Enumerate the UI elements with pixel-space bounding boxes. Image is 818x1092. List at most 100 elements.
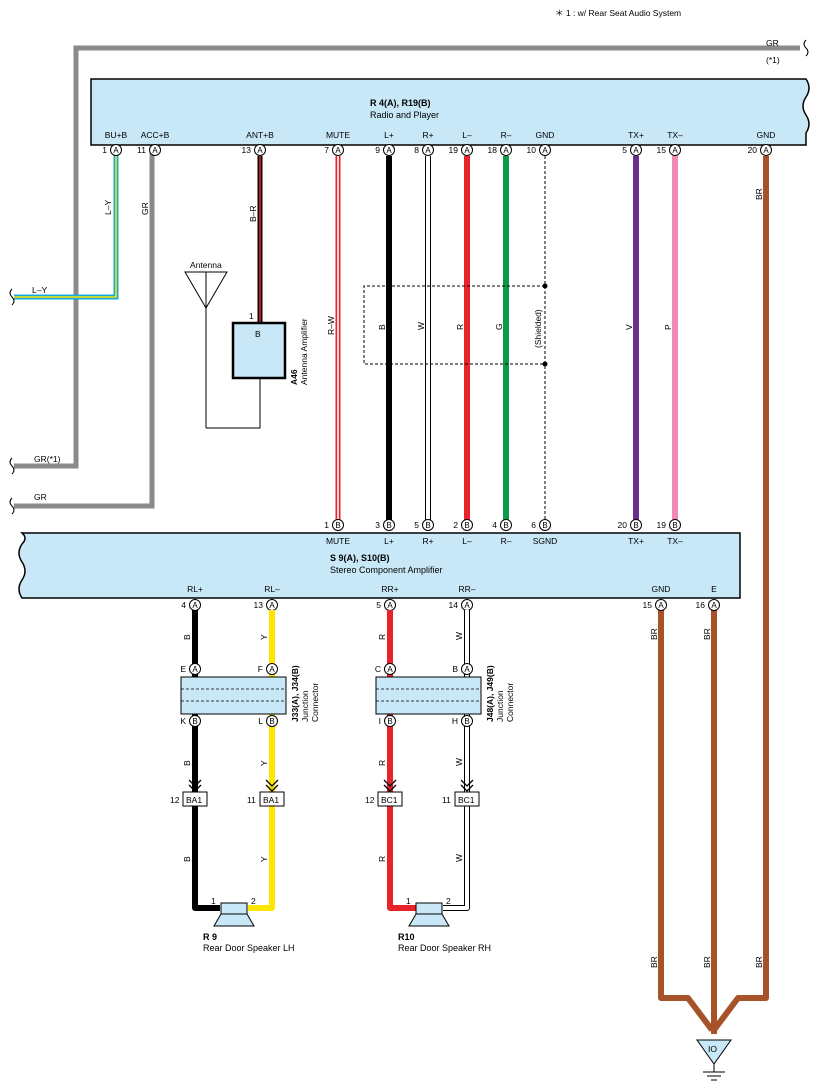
jc-right-bottom-2: BH [452,715,473,727]
jc-left-bottom-1: BK [180,715,201,727]
radio-player-box [90,78,810,146]
rl-wire-a-3: B [182,856,192,862]
jc-left-bottom-2-number: L [258,716,263,726]
radio-pin-7-label: L– [462,130,472,140]
radio-pin-5-number: 9 [375,145,380,155]
amp-top-pin-4: B2L– [453,519,473,546]
connector-ba1-b [259,791,285,807]
amp-top-pin-4-label: L– [462,536,472,546]
left-gr1-label: GR(*1) [34,454,61,464]
speaker-lh-icon [213,902,255,927]
jc-right-bottom-1: BI [379,715,396,727]
antenna-amplifier [231,321,287,380]
ba1-pin-a: 12 [170,795,180,805]
amp-top-pin-2-label: L+ [384,536,394,546]
speaker-rh-pin2: 2 [446,896,451,906]
antenna-symbol [184,271,261,429]
ba1-label-a: BA1 [186,795,202,805]
antenna-label: Antenna [190,260,222,270]
radio-name: Radio and Player [370,110,439,120]
radio-pin-6-label: R+ [422,130,433,140]
amp-top-pin-5-number: 4 [492,520,497,530]
amp-top-pin-1-number: 1 [324,520,329,530]
radio-pin-11-number: 15 [657,145,667,155]
amp-bottom-pin-3-number: 5 [376,600,381,610]
bc1-label-a: BC1 [381,795,398,805]
wire-txm-label: P [663,324,673,330]
radio-pin-7-connector: A [464,146,470,155]
radio-pin-5: A9L+ [375,130,395,156]
top-gr-label: GR [766,38,779,48]
rl-wires [192,610,275,911]
gnd-wire-label-left2: BR [649,956,659,968]
wire-rm-label: G [494,323,504,330]
amp-top-pin-2: B3L+ [375,519,395,546]
gnd-wire-label-mid: BR [702,628,712,640]
radio-pin-6-connector: A [425,146,431,155]
ground-label: IO [708,1044,717,1054]
radio-pin-4-number: 7 [324,145,329,155]
footnote: ＊ 1 : w/ Rear Seat Audio System [555,8,681,18]
rr-wire-b-3: W [454,854,464,862]
radio-pin-5-label: L+ [384,130,394,140]
amp-bottom-pin-6-label: E [711,584,717,594]
bc1-label-b: BC1 [458,795,475,805]
speaker-rh-id: R10 [398,932,415,942]
amp-top-pin-5-label: R– [501,536,512,546]
jc-right-top-2: AB [452,663,473,675]
jc-left-bottom-1-number: K [180,716,186,726]
rl-wire-a-2: B [182,760,192,766]
amp-top-pin-2-number: 3 [375,520,380,530]
radio-pin-12-number: 20 [748,145,758,155]
jc-right-bottom-1-connector: B [387,717,392,726]
wire-rp-label: W [416,322,426,330]
radio-pin-1-number: 1 [102,145,107,155]
amp-top-pin-8-connector: B [672,521,677,530]
wire-acc-label: GR [140,202,150,215]
ly-wire [14,152,119,300]
shield-lines [363,156,546,520]
speaker-lh-name: Rear Door Speaker LH [203,943,295,953]
antenna-amp-pin: 1 [249,311,254,321]
amp-top-pin-4-number: 2 [453,520,458,530]
jc-left-bottom-1-connector: B [192,717,197,726]
amp-top-pin-6-label: SGND [533,536,558,546]
shield-label: (Shielded) [533,309,543,348]
speaker-lh-id: R 9 [203,932,217,942]
radio-pin-2-number: 11 [137,145,146,155]
radio-pin-3-number: 13 [242,145,252,155]
amp-top-pin-7-connector: B [633,521,638,530]
gnd-wire-label-left: BR [649,628,659,640]
amp-name: Stereo Component Amplifier [330,565,443,575]
connector-bc1-a [377,791,403,807]
jc-left-bottom-2-connector: B [269,717,274,726]
amp-bottom-pin-6-number: 16 [696,600,706,610]
ground-wires [658,156,769,1034]
radio-pin-1-connector: A [113,146,119,155]
jc-right-top-2-connector: A [464,665,470,674]
radio-pin-3-label: ANT+B [246,130,274,140]
radio-pin-11-label: TX– [667,130,683,140]
radio-pin-9-label: GND [536,130,555,140]
jc-left-name2: Connector [310,683,320,722]
jc-right-bottom-2-number: H [452,716,458,726]
jc-right-top-1-number: C [375,664,381,674]
radio-pin-9-number: 10 [527,145,537,155]
radio-pin-10-number: 5 [622,145,627,155]
speaker-lh-pin1: 1 [211,896,216,906]
radio-pin-4-connector: A [335,146,341,155]
amp-bottom-pin-6-connector: A [711,601,717,610]
amp-top-pin-3-number: 5 [414,520,419,530]
